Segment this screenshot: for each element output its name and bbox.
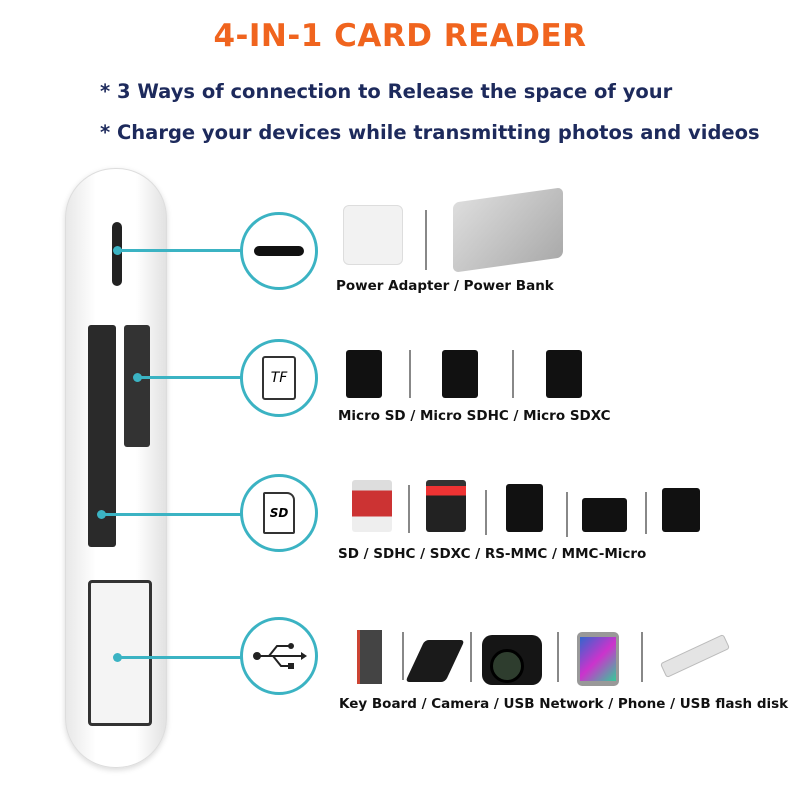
tf-slot: [124, 325, 150, 447]
caption-sd: SD / SDHC / SDXC / RS-MMC / MMC-Micro: [338, 546, 647, 562]
separator: [512, 350, 514, 398]
sd-card-image: [352, 480, 392, 532]
keyboard-image: [357, 630, 382, 684]
separator: [645, 492, 647, 534]
micro-sdxc-image: [546, 350, 582, 398]
micro-sdhc-image: [442, 350, 478, 398]
separator: [425, 210, 427, 270]
bullet-charge: * Charge your devices while transmitting…: [100, 121, 760, 144]
rs-mmc-card-image: [582, 498, 627, 532]
connector-line: [104, 513, 242, 516]
usb-network-adapter-image: [405, 640, 465, 682]
connector-line: [120, 656, 242, 659]
separator: [408, 485, 410, 533]
tf-card-icon: TF: [240, 339, 318, 417]
separator: [409, 350, 411, 398]
sdhc-card-image: [426, 480, 466, 532]
sdxc-card-image: [506, 484, 543, 532]
connector-dot: [113, 653, 122, 662]
mmc-micro-card-image: [662, 488, 700, 532]
separator: [557, 632, 559, 682]
separator: [641, 632, 643, 682]
connector-line: [140, 376, 242, 379]
separator: [402, 632, 404, 680]
page-title: 4-IN-1 CARD READER: [213, 18, 587, 54]
usb-icon: [240, 617, 318, 695]
bullet-connection: * 3 Ways of connection to Release the sp…: [100, 80, 673, 103]
micro-sd-image: [346, 350, 382, 398]
usb-flash-disk-image: [659, 633, 731, 679]
caption-power: Power Adapter / Power Bank: [336, 278, 554, 294]
connector-dot: [113, 246, 122, 255]
camera-image: [482, 635, 542, 685]
connector-line: [120, 249, 242, 252]
phone-image: [577, 632, 619, 686]
separator: [485, 490, 487, 535]
usb-c-port-icon: [240, 212, 318, 290]
connector-dot: [97, 510, 106, 519]
power-bank-image: [453, 187, 563, 273]
separator: [566, 492, 568, 537]
power-adapter-image: [343, 205, 403, 265]
caption-tf: Micro SD / Micro SDHC / Micro SDXC: [338, 408, 611, 424]
sd-card-icon: SD: [240, 474, 318, 552]
caption-usb: Key Board / Camera / USB Network / Phone…: [339, 696, 789, 712]
separator: [470, 632, 472, 682]
connector-dot: [133, 373, 142, 382]
